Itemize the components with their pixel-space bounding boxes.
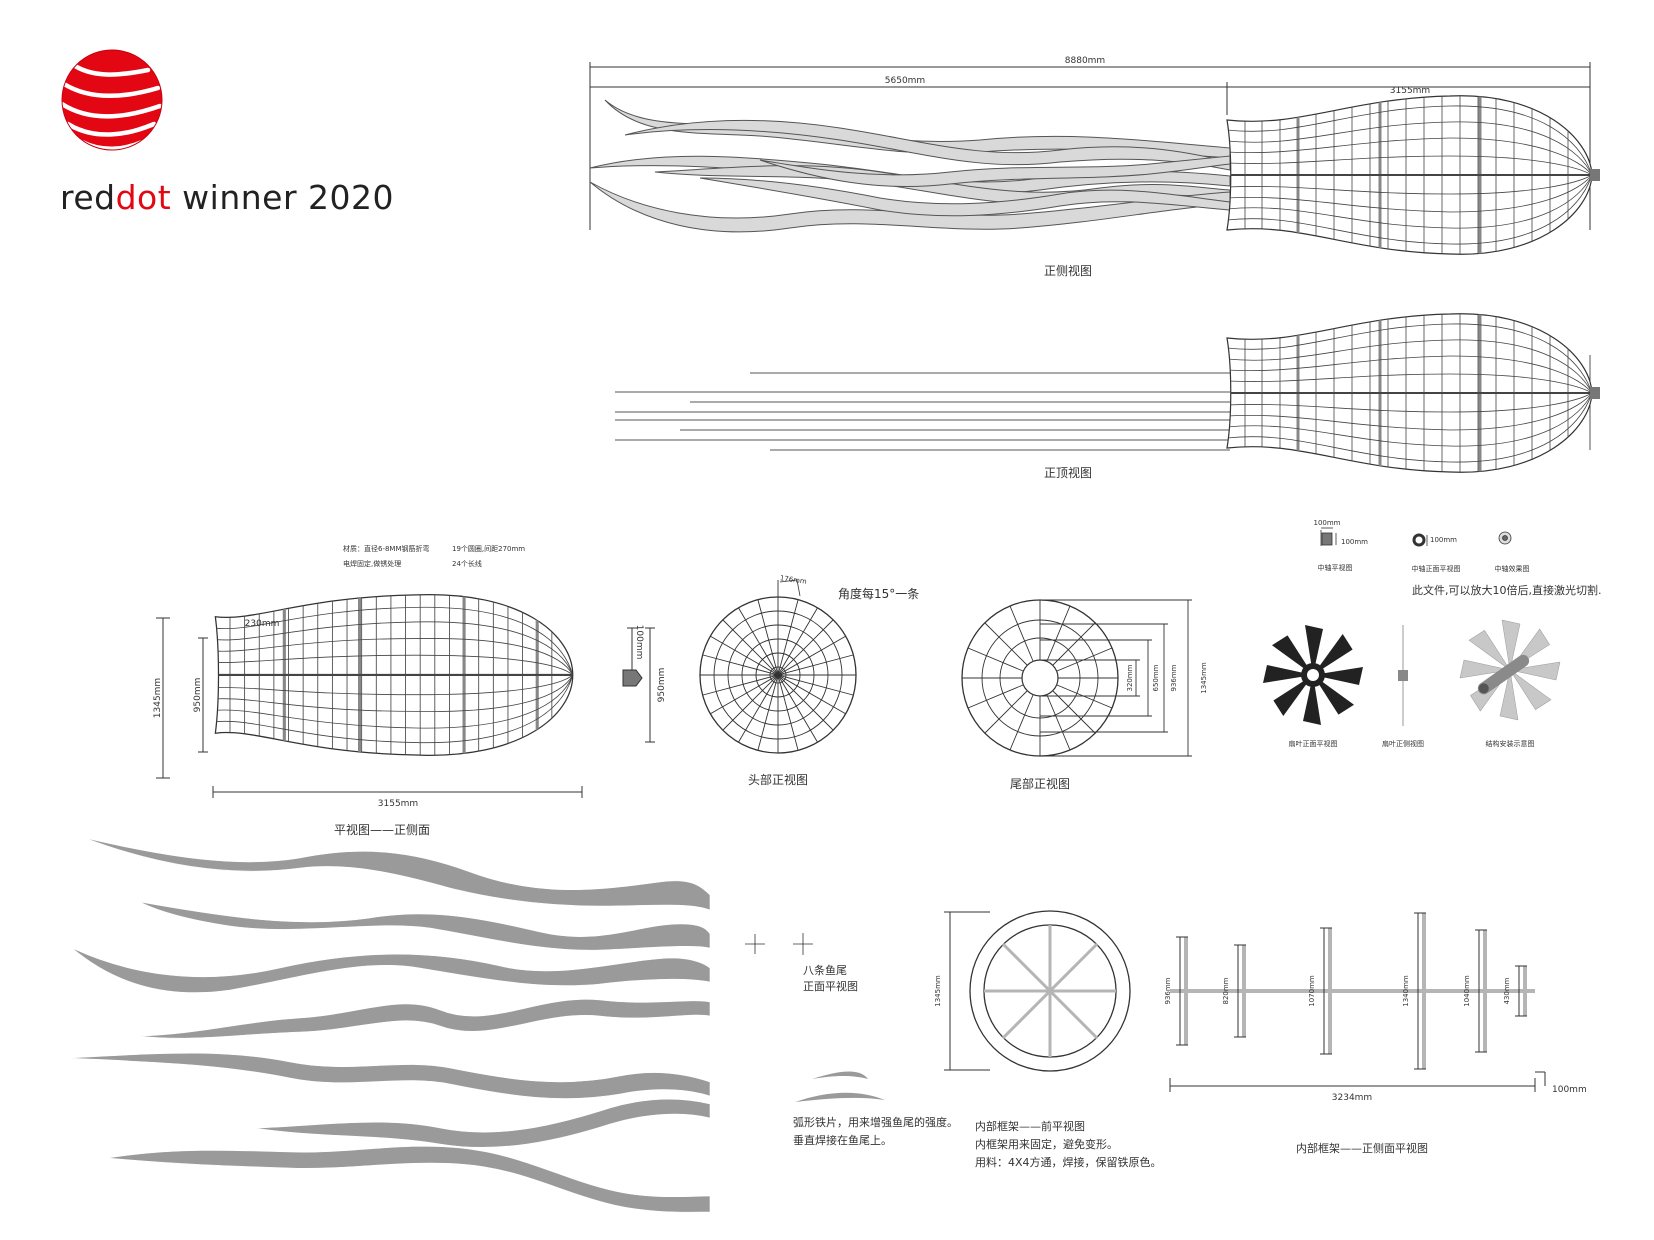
shaft-view: [622, 627, 655, 743]
plan-dim-mid: 950mm: [193, 678, 203, 713]
tail-dim-936: 936mm: [1170, 664, 1178, 691]
plan-dim-length: 3155mm: [378, 799, 418, 809]
side-view-caption: 正侧视图: [1044, 263, 1092, 278]
rings-note-2: 24个长线: [452, 559, 482, 568]
tail-view-caption: 尾部正视图: [1010, 776, 1070, 791]
hub-label-1: 中轴平视图: [1318, 563, 1353, 572]
tail-front-view: [961, 599, 1192, 757]
front-frame-line-2: 用料：4X4方通，焊接，保留铁原色。: [975, 1155, 1162, 1169]
side-frame-dim-length: 3234mm: [1332, 1093, 1372, 1103]
plan-view-caption: 平视图——正侧面: [334, 822, 430, 837]
side-frame-dim-4: 1340mm: [1402, 975, 1410, 1007]
reddot-logo-icon: [59, 49, 163, 151]
wordmark-red: red: [60, 178, 116, 217]
tail-dim-650: 650mm: [1152, 664, 1160, 691]
side-dim-total: 8880mm: [1065, 56, 1105, 66]
side-dim-tail: 5650mm: [885, 76, 925, 86]
head-angle-note: 角度每15°一条: [838, 586, 919, 601]
shaft-dim-100: 100mm: [634, 625, 644, 660]
side-frame-dim-end: 100mm: [1552, 1085, 1587, 1095]
laser-cut-note: 此文件,可以放大10倍后,直接激光切割.: [1412, 583, 1602, 597]
material-note-1: 材质：直径6-8MM钢筋折弯: [343, 544, 430, 553]
head-dim-176: 176mm: [779, 574, 807, 586]
tails-label-2: 正面平视图: [803, 979, 858, 993]
side-view: [589, 62, 1591, 230]
side-frame-dim-1: 936mm: [1164, 977, 1172, 1004]
hub-dim-b: 100mm: [1341, 538, 1368, 546]
side-frame-dim-6: 430mm: [1503, 977, 1511, 1004]
body-top-view: [1226, 313, 1600, 473]
side-frame-dim-3: 1070mm: [1308, 975, 1316, 1007]
plan-dim-seg: 230mm: [245, 619, 280, 629]
fan-label-1: 扇叶正面平视图: [1289, 739, 1338, 748]
reddot-wordmark: reddot winner 2020: [60, 178, 394, 217]
tentacles-side: [589, 99, 1231, 233]
hub-label-3: 中轴效果图: [1495, 564, 1530, 573]
tail-shapes: [67, 837, 711, 1213]
front-frame-dim: 1345mm: [934, 975, 942, 1007]
fan-label-2: 扇叶正侧视图: [1382, 739, 1424, 748]
tails-label-1: 八条鱼尾: [803, 963, 847, 977]
shaft-dim-950: 950mm: [657, 668, 667, 703]
front-frame-line-1: 内框架用来固定，避免变形。: [975, 1137, 1118, 1151]
arc-note-2: 垂直焊接在鱼尾上。: [793, 1133, 892, 1147]
head-front-view: [699, 579, 857, 754]
material-note-2: 电焊固定,做锈处理: [343, 559, 401, 568]
hub-details: [1320, 527, 1512, 547]
arc-strips: [795, 1071, 885, 1102]
rings-note-1: 19个圆圈,间距270mm: [452, 545, 525, 553]
side-frame-dim-2: 820mm: [1222, 977, 1230, 1004]
hub-dim-a: 100mm: [1314, 519, 1341, 527]
side-frame-caption: 内部框架——正侧面平视图: [1296, 1141, 1428, 1155]
body-side-view: [1226, 95, 1600, 255]
fan-front-icon: [1263, 625, 1363, 725]
fan-assembly-icon: [1459, 619, 1561, 721]
front-frame-view: [944, 910, 1131, 1072]
wordmark-winner: winner 2020: [171, 178, 394, 217]
plan-dim-height: 1345mm: [153, 678, 163, 718]
side-frame-view: [1169, 912, 1546, 1092]
head-view-caption: 头部正视图: [748, 772, 808, 787]
fan-side-icon: [1398, 625, 1408, 726]
side-frame-dim-5: 1040mm: [1463, 975, 1471, 1007]
hub-dim-c: 100mm: [1430, 536, 1457, 544]
crosshair-marks: [745, 933, 813, 955]
wordmark-dot: dot: [115, 178, 172, 217]
tail-dim-1345: 1345mm: [1200, 662, 1208, 694]
front-frame-title: 内部框架——前平视图: [975, 1119, 1085, 1133]
tail-dim-320: 320mm: [1126, 664, 1134, 691]
hub-label-2: 中轴正面平视图: [1412, 564, 1461, 573]
fan-label-3: 结构安装示意图: [1486, 739, 1535, 748]
top-view-lines: [615, 355, 1591, 451]
arc-note-1: 弧形铁片，用来增强鱼尾的强度。: [793, 1115, 958, 1129]
side-dim-body: 3155mm: [1390, 86, 1430, 96]
top-view-caption: 正顶视图: [1044, 465, 1092, 480]
